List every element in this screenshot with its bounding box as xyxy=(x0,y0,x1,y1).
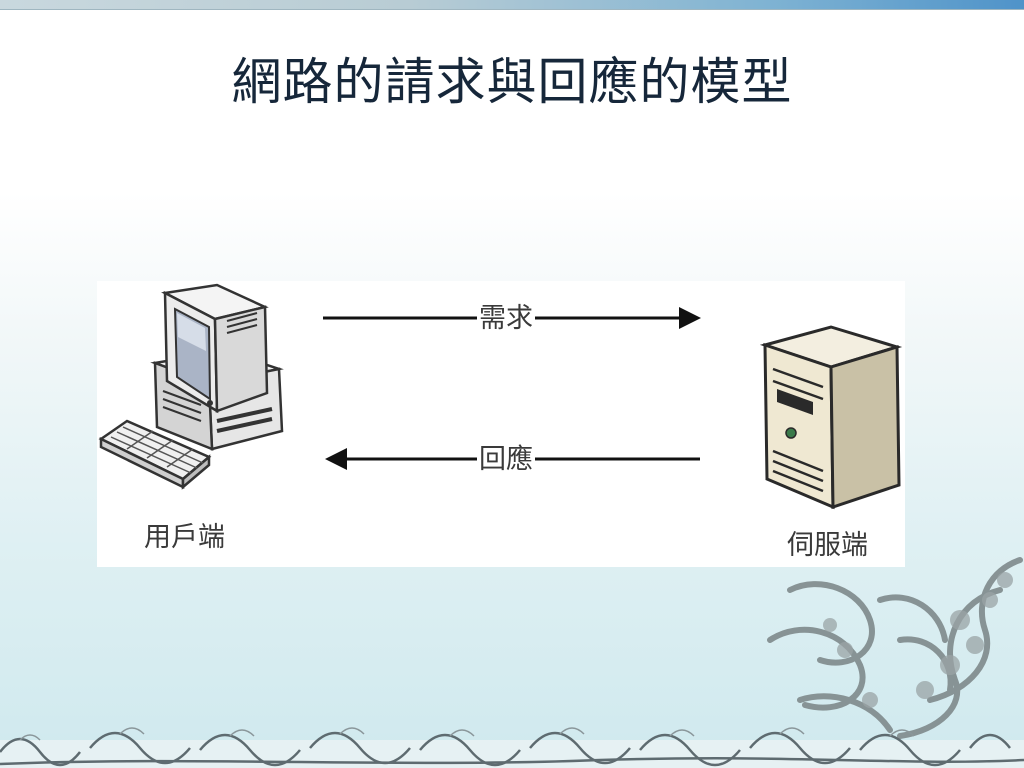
wave-border xyxy=(0,727,1024,768)
request-label: 需求 xyxy=(477,303,535,334)
dragon-decoration-icon xyxy=(767,557,1023,739)
diagram-graphics xyxy=(98,283,903,510)
slide-title: 網路的請求與回應的模型 xyxy=(231,53,793,111)
server-tower-icon xyxy=(759,325,903,510)
client-computer-icon xyxy=(98,283,284,490)
top-rule xyxy=(0,0,1024,10)
request-response-diagram: 需求 回應 用戶端 伺服端 xyxy=(97,281,905,567)
client-label: 用戶端 xyxy=(144,522,225,553)
server-label: 伺服端 xyxy=(787,530,868,561)
response-label: 回應 xyxy=(477,444,535,475)
dragon-scales xyxy=(823,572,1013,708)
